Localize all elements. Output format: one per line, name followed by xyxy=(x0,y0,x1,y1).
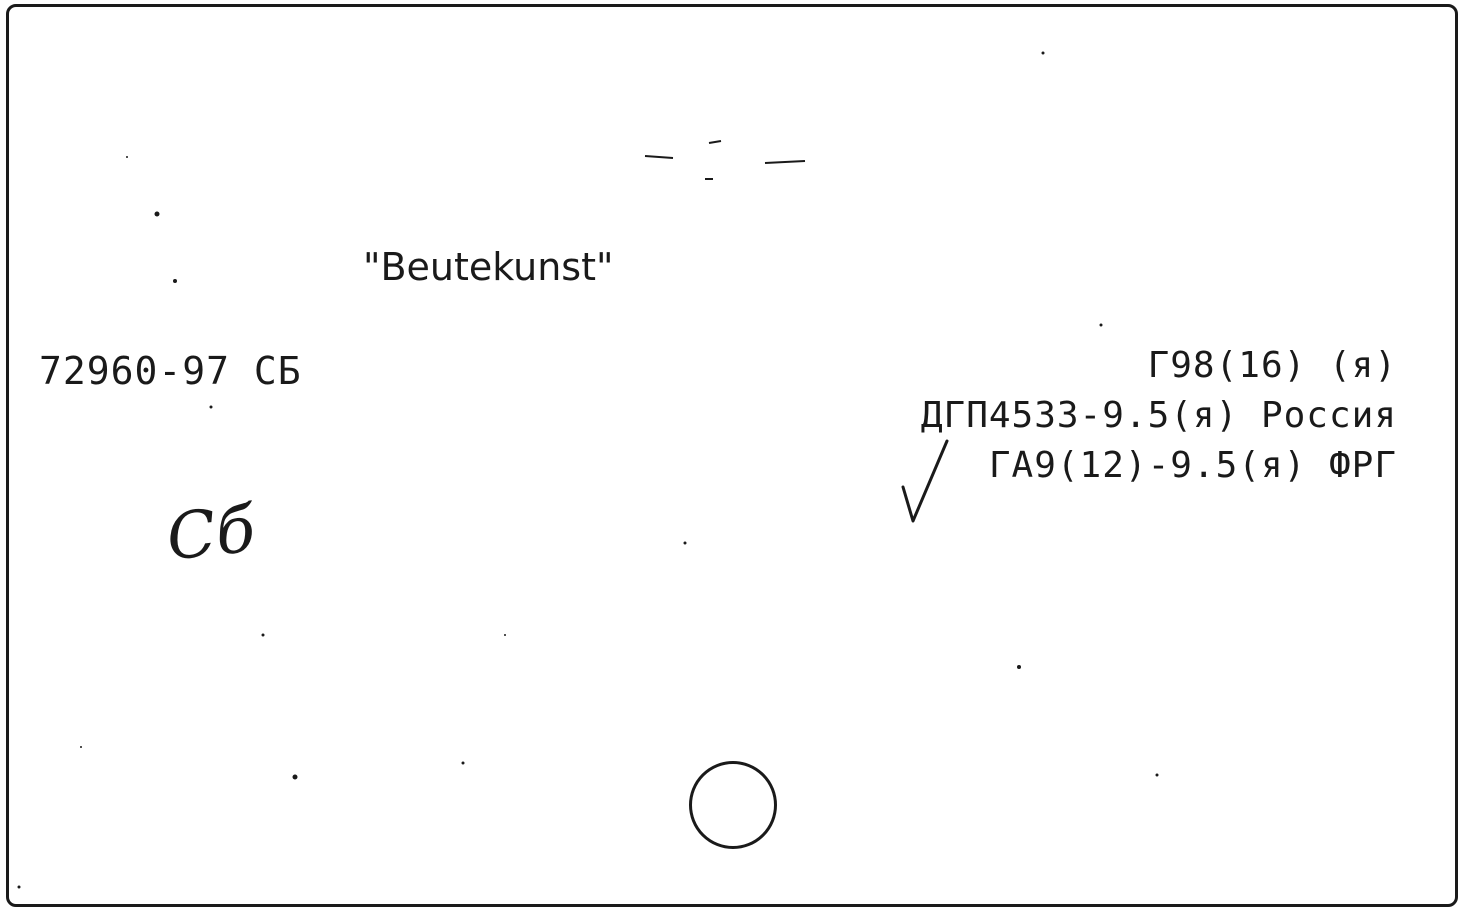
classification-block: Г98(16) (я) ДГП4533-9.5(я) Россия ГА9(12… xyxy=(921,341,1397,491)
classification-line: ДГП4533-9.5(я) Россия xyxy=(920,395,1397,436)
classification-line: Г98(16) (я) xyxy=(1147,345,1397,386)
card-title: "Beutekunst" xyxy=(363,245,614,289)
scan-specks xyxy=(17,51,1159,889)
punch-hole xyxy=(689,761,777,849)
accession-number: 72960-97 СБ xyxy=(39,349,302,393)
check-mark-icon xyxy=(901,439,949,523)
catalog-card: "Beutekunst" 72960-97 СБ Сб Г98(16) (я) … xyxy=(6,4,1458,907)
classification-line: ГА9(12)-9.5(я) ФРГ xyxy=(988,445,1397,486)
handwritten-note: Сб xyxy=(163,492,259,576)
